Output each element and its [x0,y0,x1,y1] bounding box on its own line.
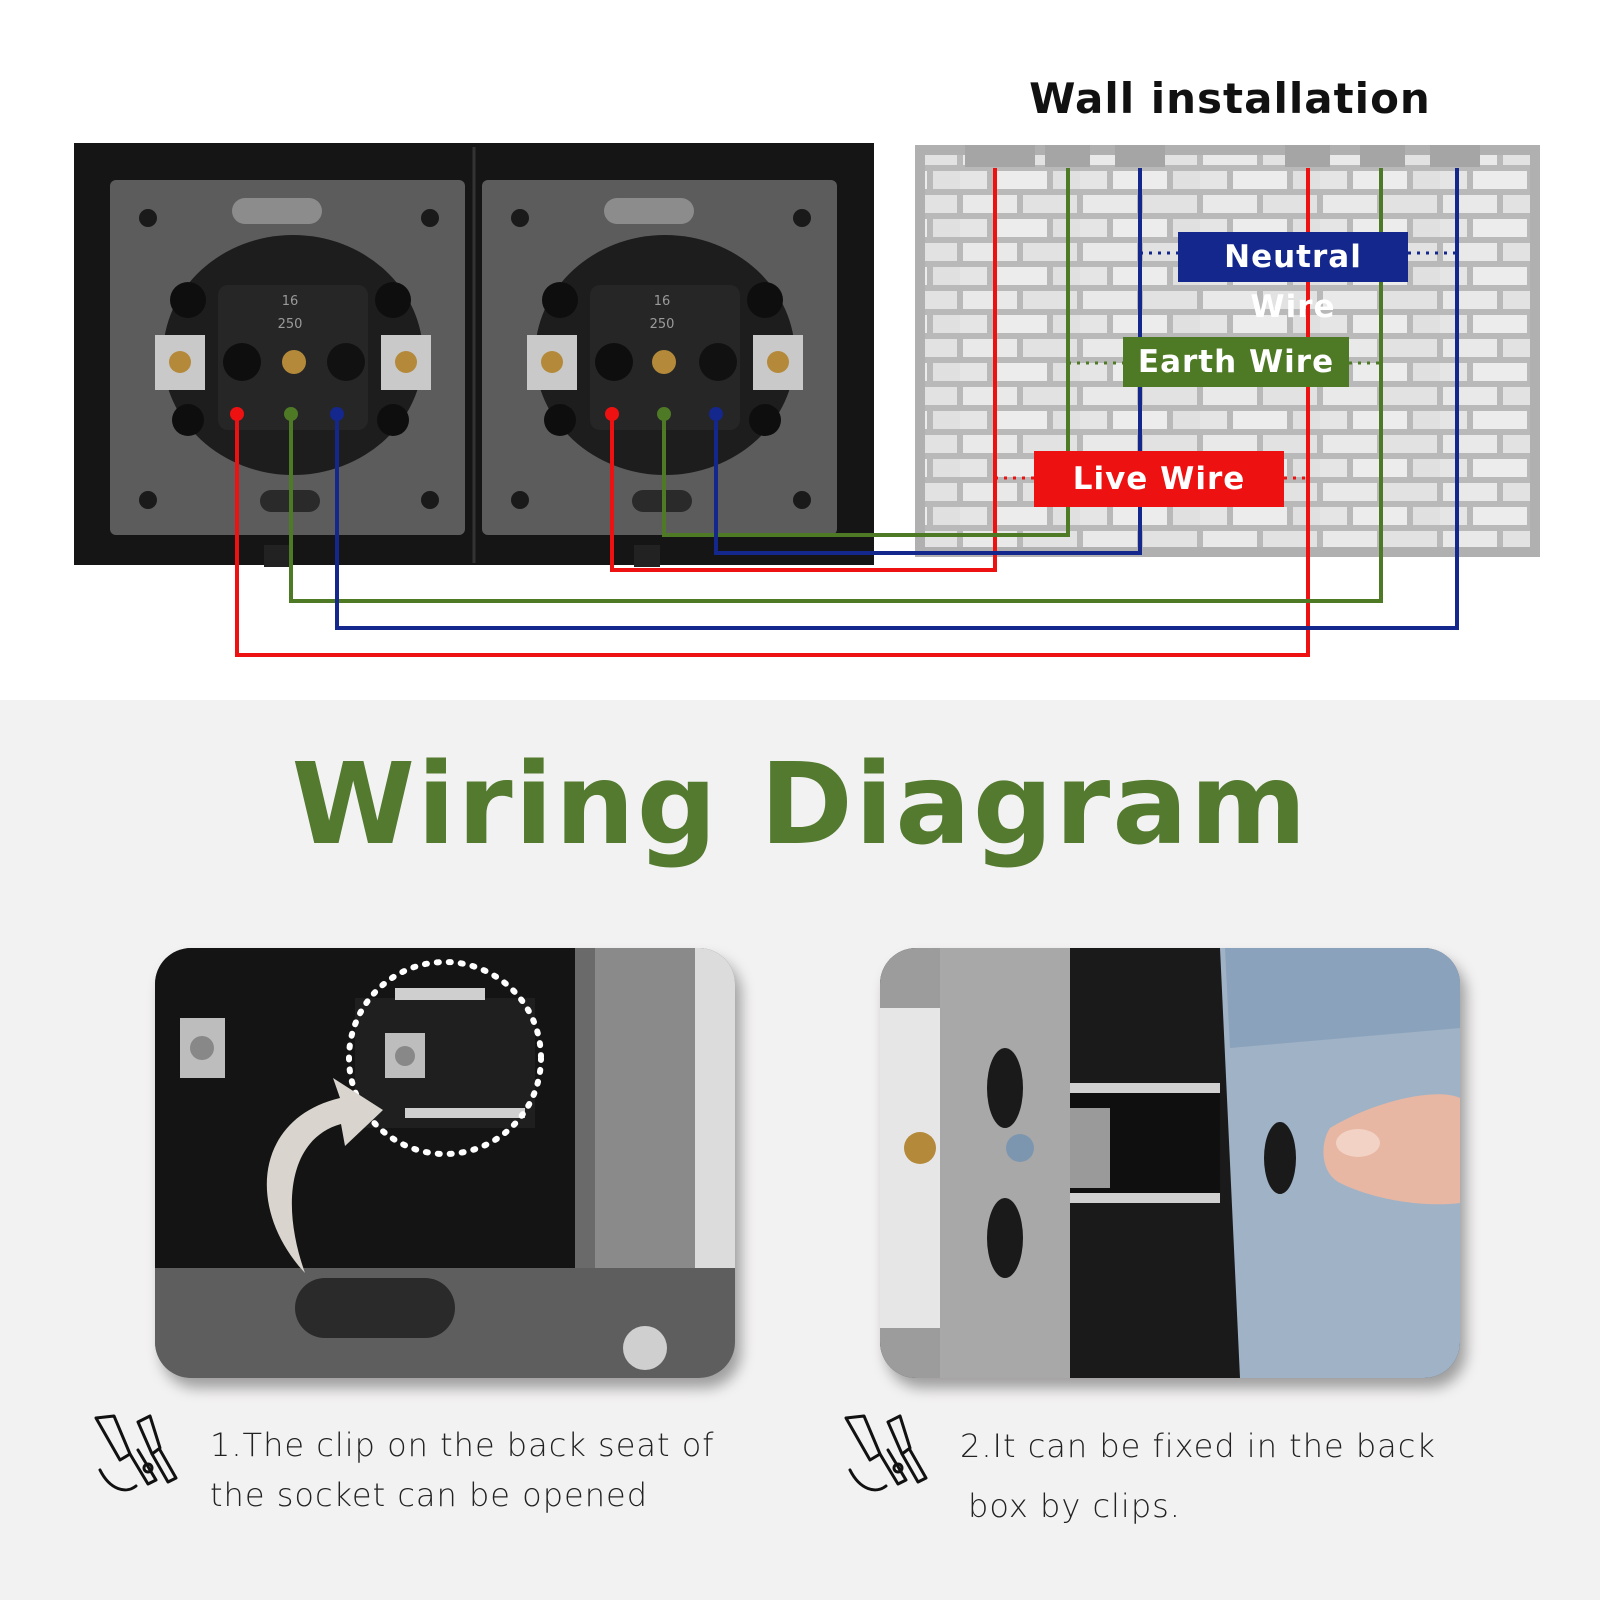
socket-left: 16 250 [110,180,465,535]
step-2-line-1: 2.It can be fixed in the back [960,1427,1436,1465]
rating-volts-2: 250 [650,317,675,332]
clip-opening-photo [155,948,735,1378]
live-wire-socket-right [610,168,997,572]
earth-terminal-left [284,407,298,421]
rating-amps-2: 16 [654,294,671,309]
live-wire-label: Live Wire [1034,451,1284,507]
step-1-line-2: the socket can be opened [210,1476,649,1514]
earth-wire-socket-left [289,168,1383,603]
wall-installation-title: Wall installation [1029,74,1431,123]
finger-icon [1323,1094,1460,1205]
neutral-terminal-right [709,407,723,421]
clip-tool-icon [840,1410,930,1500]
step-1-line-1: 1.The clip on the back seat of [210,1426,715,1464]
live-terminal-left [230,407,244,421]
step-1-caption: 1.The clip on the back seat of the socke… [210,1420,770,1520]
wiring-diagram-title: Wiring Diagram [291,740,1309,870]
step-2-caption: 2.It can be fixed in the back box by cli… [960,1416,1520,1536]
earth-wire-label: Earth Wire [1123,337,1349,387]
rating-volts: 250 [278,317,303,332]
label-leaders [995,251,1457,480]
neutral-wire-socket-left [335,168,1459,630]
back-box-clip-photo [880,948,1460,1378]
wiring-illustration: 16 250 16 250 [74,143,1540,657]
socket-right: 16 250 [482,180,837,535]
rating-amps: 16 [282,294,299,309]
neutral-terminal-left [330,407,344,421]
earth-terminal-right [657,407,671,421]
terminal-dots [230,407,723,421]
step-2-line-2: box by clips. [968,1487,1181,1525]
earth-wire-socket-right [662,168,1070,537]
live-wire-socket-left [235,168,1310,657]
brick-wall [915,145,1540,557]
live-terminal-right [605,407,619,421]
wires [235,168,1459,657]
curved-arrow-icon [266,1078,383,1273]
neutral-wire-label: Neutral Wire [1178,232,1408,325]
clip-tool-icon [90,1410,180,1500]
